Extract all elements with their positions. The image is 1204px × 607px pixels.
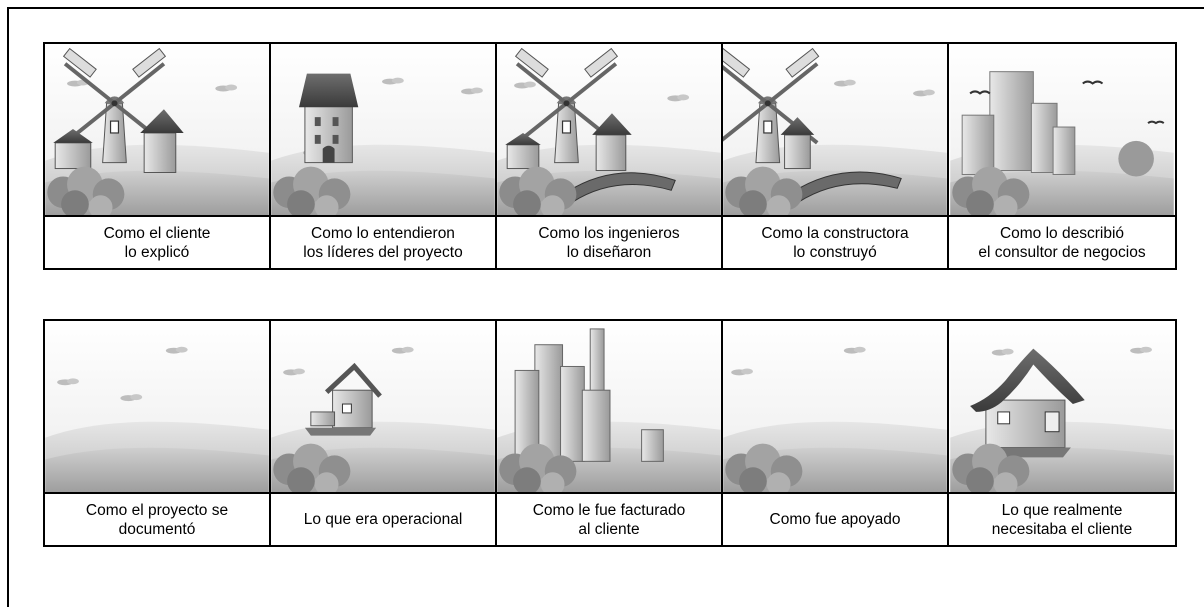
page-frame xyxy=(7,7,1204,607)
empty-hills-illustration xyxy=(45,321,269,494)
caption-line-1: Como el proyecto se xyxy=(85,501,229,519)
caption-line-1: Como lo describió xyxy=(999,224,1125,242)
caption-line-2: lo construyó xyxy=(793,243,877,261)
windmill-and-bridge-illustration xyxy=(723,44,947,217)
caption-line-2: necesitaba el cliente xyxy=(991,520,1133,538)
caption-line-2: lo explicó xyxy=(124,243,190,261)
caption-line-1: Como la constructora xyxy=(761,224,909,242)
caption-line-1: Como los ingenieros xyxy=(538,224,680,242)
caption-line-1: Como fue apoyado xyxy=(769,511,901,528)
windmill-village-with-bridge-illustration xyxy=(497,44,721,217)
caption-line-1: Lo que realmente xyxy=(1001,501,1123,519)
caption-line-2: documentó xyxy=(118,520,196,538)
caption-line-1: Como le fue facturado xyxy=(532,501,686,519)
caption-line-2: los líderes del proyecto xyxy=(303,243,463,261)
caption-line-2: al cliente xyxy=(578,520,640,538)
city-skyline-with-birds-illustration xyxy=(949,44,1175,217)
caption-line-1: Como lo entendieron xyxy=(311,224,455,242)
bushes-on-hills-illustration xyxy=(723,321,947,494)
panel-was-operational: Lo que era operacional xyxy=(271,321,497,545)
city-towers-illustration xyxy=(497,321,721,494)
windmill-village-illustration xyxy=(45,44,269,217)
small-house-on-platform-illustration xyxy=(271,321,495,494)
caption-line-1: Lo que era operacional xyxy=(303,511,463,528)
caption-line-1: Como el cliente xyxy=(103,224,211,242)
caption-line-2: lo diseñaron xyxy=(566,243,652,261)
panel-was-supported: Como fue apoyado xyxy=(723,321,949,545)
simple-house-illustration xyxy=(949,321,1175,494)
caption-line-2: el consultor de negocios xyxy=(978,243,1146,261)
single-tower-house-illustration xyxy=(271,44,495,217)
